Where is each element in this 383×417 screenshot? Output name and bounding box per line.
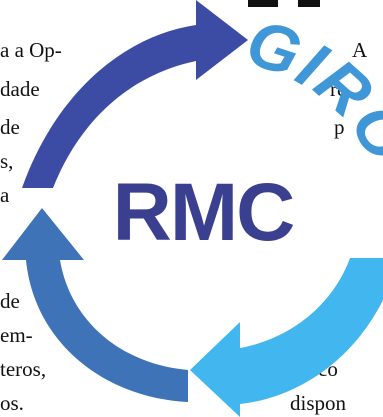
giro-label: GIRO xyxy=(238,4,383,175)
rmc-label: RMC xyxy=(113,167,294,258)
heading-fragment xyxy=(248,0,278,7)
cycle-arrow-top-left xyxy=(22,0,248,188)
text-fragment-left: dade xyxy=(0,77,40,101)
cycle-arrow-bottom-left xyxy=(2,208,188,402)
text-fragment-left: os. xyxy=(0,391,24,415)
text-fragment-left: de xyxy=(0,115,20,139)
text-fragment-right: A xyxy=(352,38,368,62)
text-fragment-left: de xyxy=(0,289,20,313)
text-fragment-right: p xyxy=(334,115,345,139)
text-fragment-left: a a Op- xyxy=(0,38,62,62)
text-fragment-right: re xyxy=(330,77,347,101)
giro-label-text: GIRO xyxy=(238,4,383,175)
text-fragment-left: a xyxy=(0,183,10,207)
text-fragment-right: dispon xyxy=(290,391,347,415)
text-fragment-left: s, xyxy=(0,149,14,173)
heading-fragment xyxy=(298,0,320,7)
text-fragment-left: teros, xyxy=(0,357,47,381)
cycle-arrow-bottom-right xyxy=(190,258,383,417)
text-fragment-left: em- xyxy=(0,323,33,347)
